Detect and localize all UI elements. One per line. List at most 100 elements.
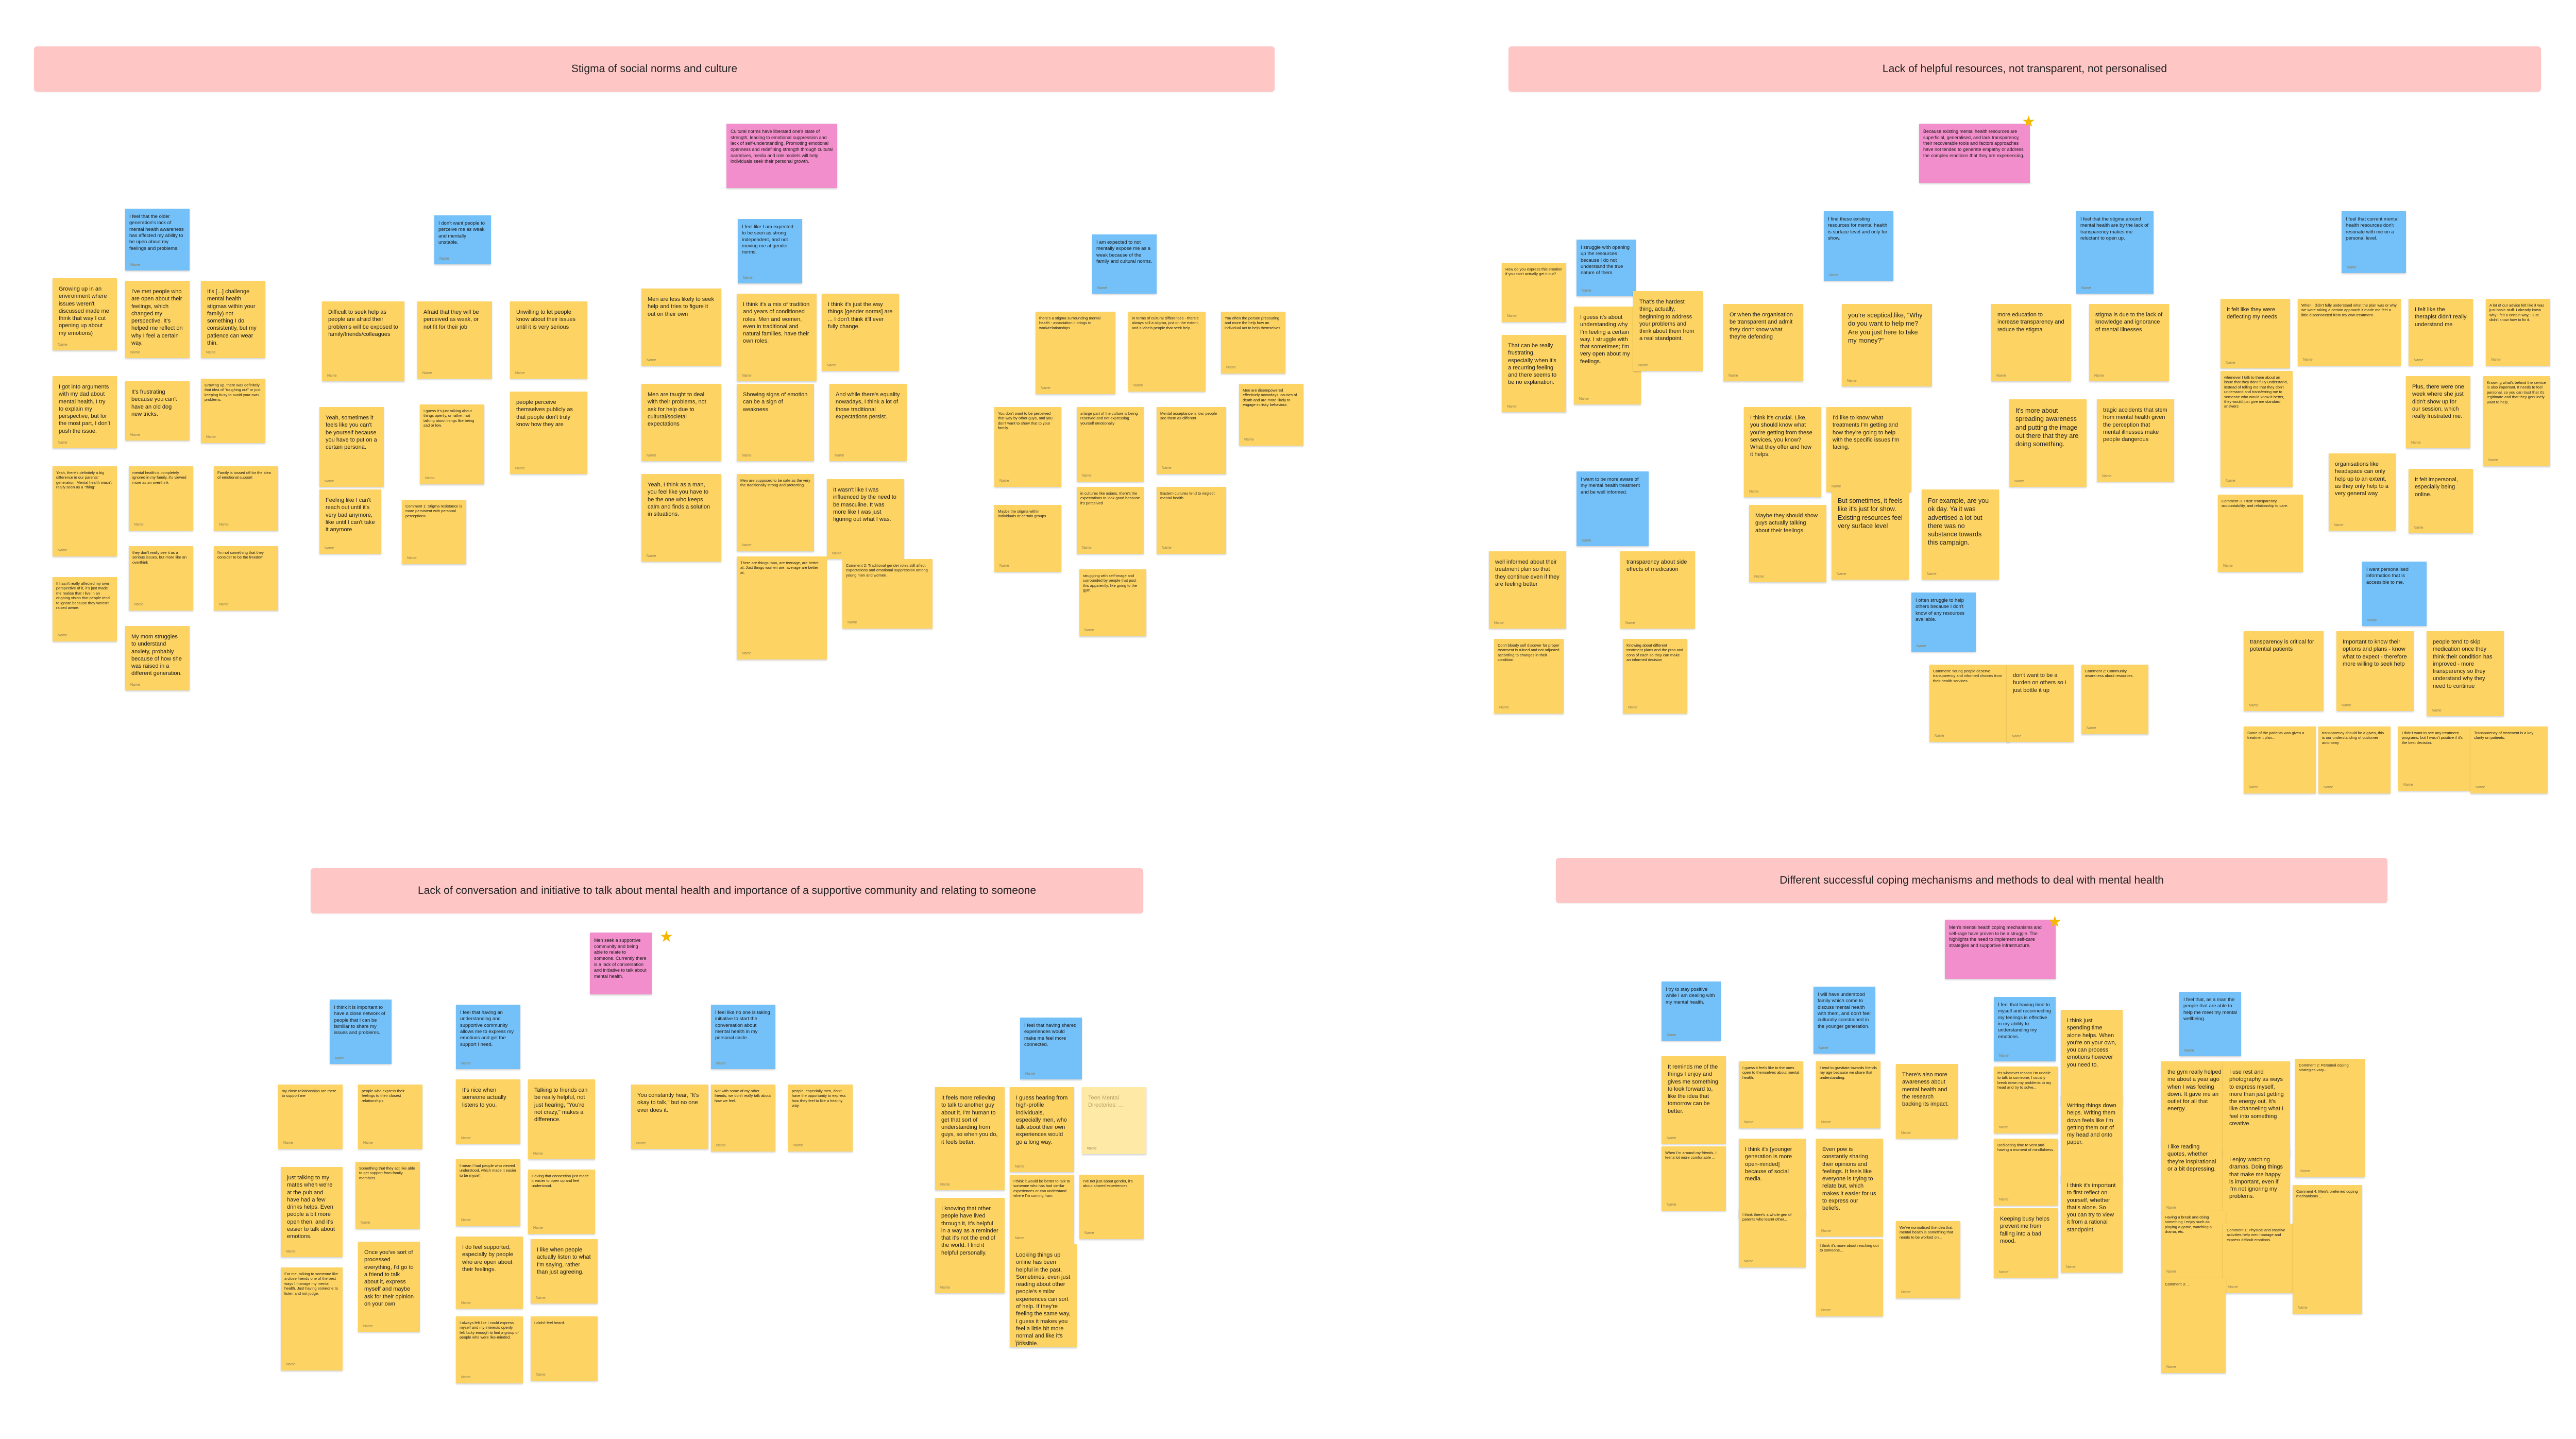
sticky-note[interactable]: There are things man, are teenage, are b… (737, 556, 827, 659)
sticky-note[interactable]: Having that connection just made it easi… (528, 1170, 595, 1234)
sticky-note[interactable]: Maybe the stigma within individuals or c… (994, 505, 1061, 572)
sticky-note[interactable]: For me, talking to someone like a close … (281, 1267, 343, 1370)
need-note[interactable]: I don't want people to perceive me as we… (434, 215, 491, 264)
sticky-note[interactable]: Family is tossed off for the idea of emo… (214, 466, 278, 531)
sticky-note[interactable]: Eastern cultures tend to neglect mental … (1157, 487, 1226, 554)
sticky-note[interactable]: I guess it feels like to the ones open t… (1739, 1061, 1803, 1128)
sticky-note[interactable]: I do feel supported, especially by peopl… (456, 1237, 523, 1309)
sticky-note[interactable]: Knowing about different treatment plans … (1623, 639, 1687, 714)
sticky-note[interactable]: a large part of the culture is being res… (1077, 407, 1144, 482)
insight-note[interactable]: Men seek a supportive community and bein… (590, 933, 652, 994)
sticky-note[interactable]: they don't really see it as a serious is… (129, 546, 193, 611)
sticky-note[interactable]: I like when people actually listen to wh… (531, 1239, 598, 1303)
sticky-note[interactable]: Yeah, there's definitely a big differenc… (53, 466, 117, 556)
sticky-note[interactable]: mental health is completely ignored in m… (129, 466, 193, 531)
sticky-note[interactable]: For example, are you ok day. Ya it was a… (1922, 489, 1999, 580)
need-note[interactable]: I often struggle to help others because … (1911, 592, 1976, 652)
sticky-note[interactable]: stigma is due to the lack of knowledge a… (2089, 304, 2169, 381)
need-note[interactable]: I feel that having an understanding and … (456, 1005, 520, 1069)
sticky-note[interactable]: Don't bloody self discover for proper tr… (1494, 639, 1564, 714)
sticky-note[interactable]: When I'm around my friends, I feel a lot… (1662, 1146, 1726, 1211)
sticky-note[interactable]: Men are disempowered effectively nowaday… (1239, 384, 1303, 446)
sticky-note[interactable]: You constantly hear, "It's okay to talk,… (631, 1085, 708, 1149)
insight-note[interactable]: Cultural norms have liberated one's stat… (726, 124, 837, 188)
sticky-note[interactable]: Comment 4: Men's preferred coping mechan… (2293, 1185, 2362, 1314)
sticky-note[interactable]: Yeah, sometimes it feels like you can't … (319, 407, 384, 487)
need-note[interactable]: I will have understood family which come… (1814, 987, 1875, 1054)
sticky-note[interactable]: I always felt like I could express mysel… (456, 1316, 523, 1383)
sticky-note[interactable]: It's more about spreading awareness and … (2009, 399, 2087, 487)
sticky-note[interactable]: Dedicating time to vent and having a mom… (1994, 1139, 2058, 1206)
sticky-note[interactable]: I like reading quotes, whether they're i… (2161, 1136, 2226, 1213)
sticky-note[interactable]: There's also more awareness about mental… (1896, 1064, 1958, 1139)
need-note[interactable]: I feel like no one is taking initiative … (711, 1005, 775, 1069)
need-note[interactable]: I feel that the stigma around mental hea… (2076, 211, 2154, 294)
sticky-note[interactable]: I'd like to know what treatments I'm get… (1826, 407, 1911, 492)
sticky-note[interactable]: Difficult to seek help as people are afr… (322, 301, 404, 381)
sticky-note[interactable]: In terms of cultural differences - there… (1128, 312, 1206, 392)
sticky-note[interactable]: Showing signs of emotion can be a sign o… (737, 384, 814, 461)
sticky-note[interactable]: I think it's [younger generation is more… (1739, 1139, 1806, 1218)
insight-note[interactable]: Because existing mental health resources… (1919, 124, 2030, 183)
sticky-note[interactable]: Teen Mental Directories: ...Name (1082, 1087, 1146, 1154)
sticky-note[interactable]: I enjoy watching dramas. Doing things th… (2223, 1149, 2290, 1237)
need-note[interactable]: I feel that the older generation's lack … (125, 209, 190, 270)
sticky-note[interactable]: Afraid that they will be perceived as we… (417, 301, 492, 379)
sticky-note[interactable]: Comment 2: Traditional gender roles stil… (842, 559, 933, 629)
sticky-note[interactable]: Comment 1: Stigma resistance is more per… (402, 500, 466, 564)
sticky-note[interactable]: I think it's more about reaching out to … (1816, 1239, 1883, 1316)
sticky-note[interactable]: I use rest and photography as ways to ex… (2223, 1061, 2290, 1157)
sticky-note[interactable]: Mental acceptance is low, people see the… (1157, 407, 1226, 474)
sticky-note[interactable]: I guess it's about understanding why I'm… (1574, 307, 1641, 404)
sticky-note[interactable]: It hasn't really affected my own perspec… (53, 577, 117, 641)
sticky-note[interactable]: Yeah, I think as a man, you feel like yo… (641, 474, 721, 562)
sticky-note[interactable]: Comment: Young people deserve transparen… (1929, 665, 2009, 742)
sticky-note[interactable]: people tend to skip medication once they… (2427, 631, 2504, 716)
sticky-note[interactable]: It's whatever reason I'm unable to talk … (1994, 1066, 2058, 1133)
sticky-note[interactable]: Comment 3: Trust: transparency, accounta… (2218, 495, 2303, 572)
sticky-note[interactable]: Comment 2: Personal coping strategies va… (2295, 1059, 2365, 1177)
sticky-note[interactable]: I'm not something that they consider to … (214, 546, 278, 611)
insight-note[interactable]: Men's mental health coping mechanisms an… (1945, 920, 2056, 979)
need-note[interactable]: I feel like I am expected to be seen as … (738, 219, 802, 283)
sticky-note[interactable]: just talking to my mates when we're at t… (281, 1167, 343, 1257)
sticky-note[interactable]: I didn't want to see any treatment progr… (2398, 726, 2470, 791)
sticky-note[interactable]: I've not just about gender, it's about s… (1079, 1175, 1144, 1239)
sticky-note[interactable]: Comment 1: Physical and creative activit… (2223, 1224, 2293, 1293)
sticky-note[interactable]: whenever I talk to them about an issue t… (2221, 371, 2293, 487)
sticky-note[interactable]: That's the hardest thing, actually, begi… (1633, 291, 1703, 371)
sticky-note[interactable]: That can be really frustrating, especial… (1502, 335, 1566, 412)
sticky-note[interactable]: When I didn't fully understand what the … (2298, 299, 2401, 366)
sticky-note[interactable]: My mom struggles to understand anxiety, … (125, 626, 190, 690)
sticky-note[interactable]: you're sceptical,like, "Why do you want … (1842, 304, 1932, 386)
sticky-note[interactable]: I think there's a whole gen of parents w… (1739, 1208, 1806, 1267)
sticky-note[interactable]: It feels more relieving to talk to anoth… (935, 1087, 1005, 1190)
sticky-note[interactable]: I think just spending time alone helps. … (2061, 1010, 2123, 1105)
sticky-note[interactable]: Unwilling to let people know about their… (510, 301, 587, 379)
sticky-note[interactable]: I tend to gravitate towards friends my a… (1816, 1061, 1880, 1128)
sticky-note[interactable]: I didn't feel heard.Name (531, 1316, 598, 1381)
sticky-note[interactable]: Comment 3: ...Name (2161, 1278, 2226, 1373)
sticky-note[interactable]: A lot of our advice felt like it was jus… (2486, 299, 2550, 366)
sticky-note[interactable]: Something that they act like able to get… (355, 1162, 420, 1229)
sticky-note[interactable]: Men are less likely to seek help and tri… (641, 289, 721, 366)
sticky-note[interactable]: my close relationships are there to supp… (278, 1085, 343, 1149)
sticky-note[interactable]: Growing up in an environment where issue… (53, 278, 117, 350)
sticky-note[interactable]: How do you express this emotion if you c… (1502, 263, 1566, 322)
sticky-note[interactable]: But sometimes, it feels like it's just f… (1832, 489, 1909, 580)
sticky-note[interactable]: Feeling like I can't reach out until it'… (319, 489, 381, 554)
sticky-note[interactable]: don't want to be a burden on others so i… (2007, 665, 2074, 742)
sticky-note[interactable]: I've met people who are open about their… (125, 281, 190, 358)
sticky-note[interactable]: Keeping busy helps prevent me from falli… (1994, 1208, 2058, 1278)
sticky-note[interactable]: the gym really helped me about a year ag… (2161, 1061, 2228, 1146)
sticky-note[interactable]: Maybe they should show guys actually tal… (1749, 505, 1826, 582)
need-note[interactable]: I think it is important to have a close … (330, 1000, 392, 1064)
sticky-note[interactable]: Transparency of treatment is a key clari… (2470, 726, 2548, 793)
need-note[interactable]: I feel that, as a man the people that ar… (2179, 992, 2241, 1056)
sticky-note[interactable]: It felt like they were deflecting my nee… (2221, 299, 2290, 368)
sticky-note[interactable]: It felt impersonal, especially being onl… (2409, 469, 2473, 533)
sticky-note[interactable]: I think it's a mix of tradition and year… (737, 294, 817, 381)
need-note[interactable]: I try to stay positive while I am dealin… (1662, 981, 1721, 1041)
sticky-note[interactable]: Writing things down helps. Writing them … (2061, 1095, 2123, 1182)
sticky-note[interactable]: more education to increase transparency … (1991, 304, 2071, 381)
